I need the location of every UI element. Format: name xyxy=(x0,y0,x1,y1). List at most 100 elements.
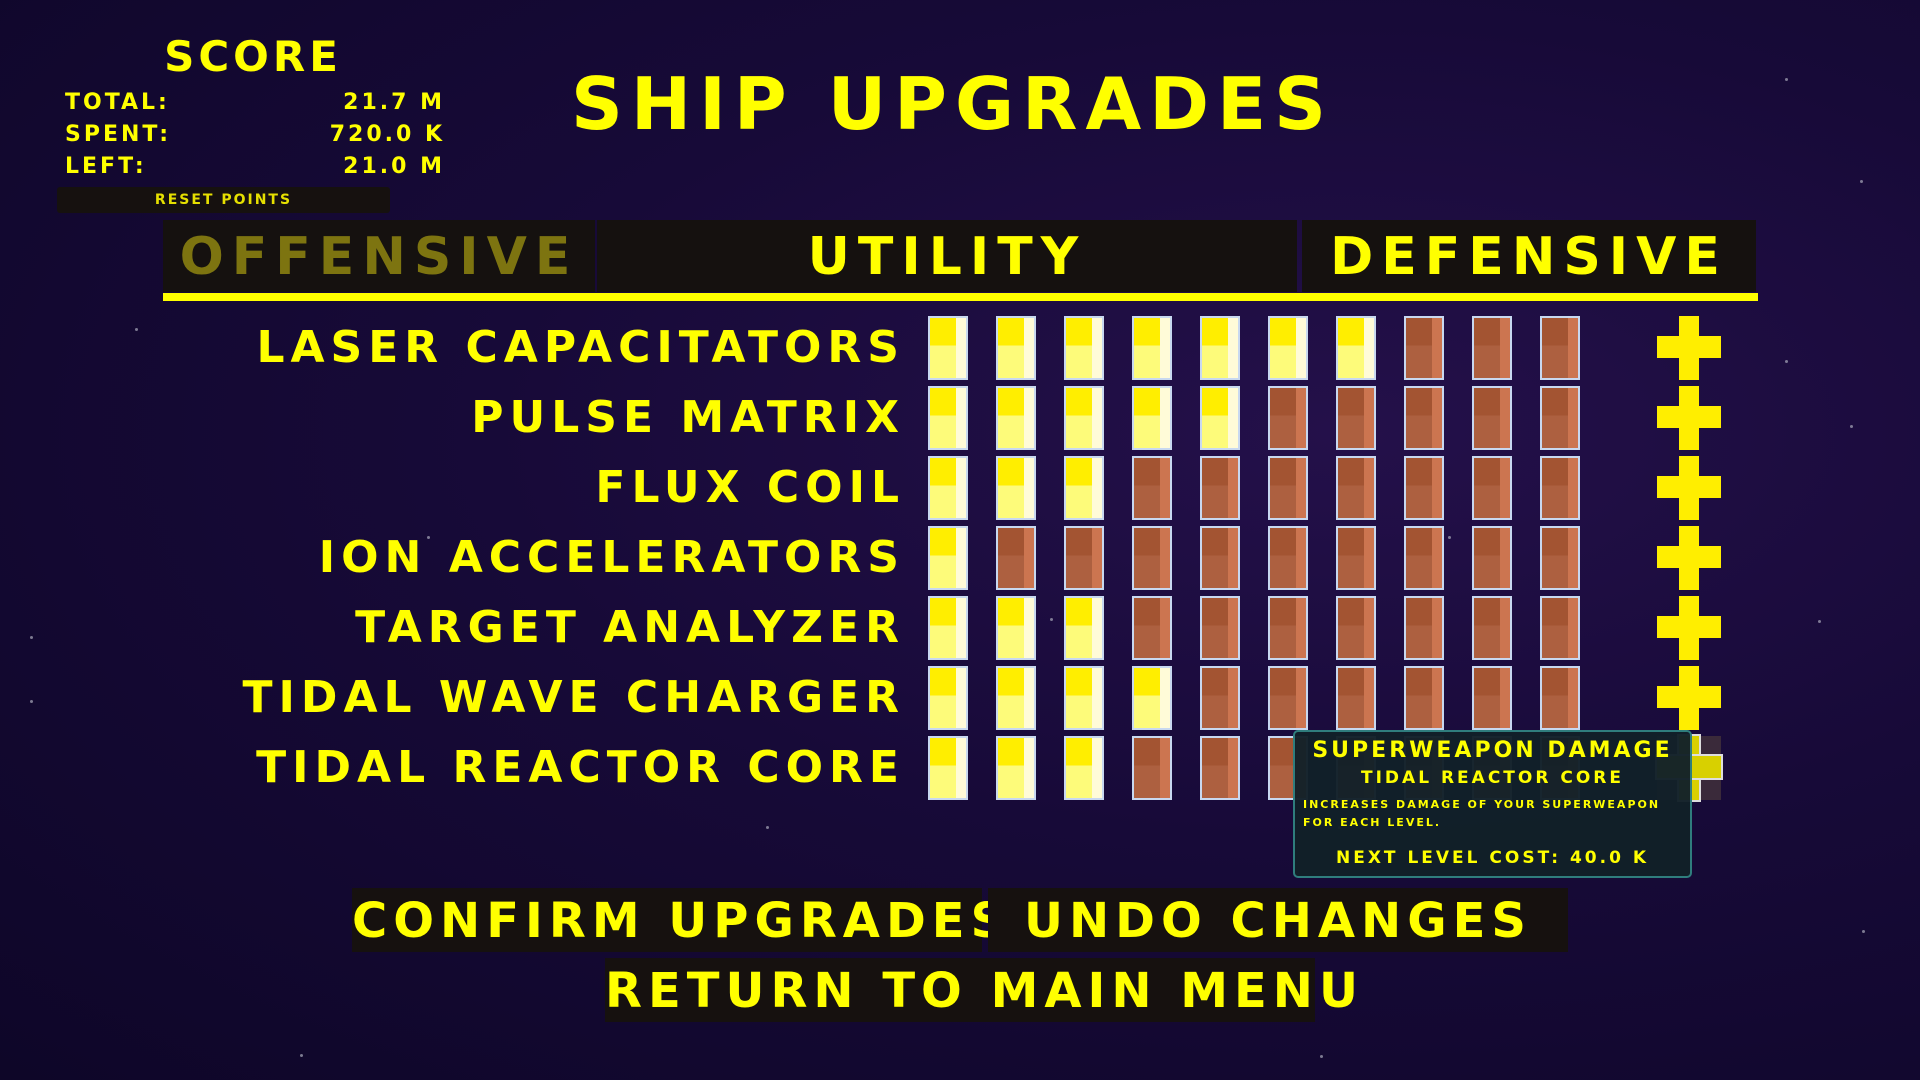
star xyxy=(300,1054,303,1057)
level-cell-empty xyxy=(1404,526,1444,590)
level-cell-empty xyxy=(1404,596,1444,660)
level-cell-filled xyxy=(1064,386,1104,450)
star xyxy=(1448,536,1451,539)
star xyxy=(135,328,138,331)
level-cell-filled xyxy=(1064,456,1104,520)
upgrade-label: PULSE MATRIX xyxy=(471,392,905,443)
level-cell-empty xyxy=(1472,596,1512,660)
level-cell-empty xyxy=(1336,666,1376,730)
level-cell-empty xyxy=(1200,456,1240,520)
tab-defensive[interactable]: DEFENSIVE xyxy=(1302,220,1756,292)
level-cell-empty xyxy=(1472,456,1512,520)
level-cell-empty xyxy=(1404,316,1444,380)
level-cell-filled xyxy=(1336,316,1376,380)
level-cell-empty xyxy=(1540,456,1580,520)
level-cell-empty xyxy=(1268,666,1308,730)
level-cell-filled xyxy=(1064,666,1104,730)
level-cell-filled xyxy=(996,596,1036,660)
score-total: TOTAL: 21.7 M xyxy=(65,90,445,115)
undo-changes-button[interactable]: UNDO CHANGES xyxy=(988,888,1568,952)
level-cell-empty xyxy=(1336,456,1376,520)
level-cell-empty xyxy=(1404,386,1444,450)
level-cell-empty xyxy=(1268,386,1308,450)
upgrade-label: FLUX COIL xyxy=(595,462,905,513)
return-to-main-menu-button[interactable]: RETURN TO MAIN MENU xyxy=(605,958,1358,1022)
level-cell-filled xyxy=(1064,316,1104,380)
level-cell-empty xyxy=(1132,526,1172,590)
plus-icon[interactable] xyxy=(1657,596,1721,660)
level-cell-empty xyxy=(1472,316,1512,380)
star xyxy=(427,536,430,539)
level-cell-empty xyxy=(996,526,1036,590)
level-cell-filled xyxy=(996,666,1036,730)
upgrade-label: LASER CAPACITATORS xyxy=(256,322,905,373)
plus-icon[interactable] xyxy=(1657,666,1721,730)
plus-icon[interactable] xyxy=(1657,456,1721,520)
upgrade-label: TIDAL WAVE CHARGER xyxy=(242,672,905,723)
level-cell-filled xyxy=(1200,386,1240,450)
level-cell-filled xyxy=(928,456,968,520)
upgrade-label: ION ACCELERATORS xyxy=(318,532,905,583)
level-cell-empty xyxy=(1404,666,1444,730)
level-cell-filled xyxy=(1132,666,1172,730)
level-cell-empty xyxy=(1336,596,1376,660)
upgrade-label: TARGET ANALYZER xyxy=(355,602,905,653)
level-cell-filled xyxy=(996,736,1036,800)
plus-icon[interactable] xyxy=(1657,386,1721,450)
star xyxy=(30,700,33,703)
score-left: LEFT:21.0 M xyxy=(65,154,445,179)
tab-offensive[interactable]: OFFENSIVE xyxy=(163,220,595,292)
score-title: SCORE xyxy=(164,32,342,81)
level-cell-empty xyxy=(1200,666,1240,730)
level-cell-filled xyxy=(1064,736,1104,800)
confirm-upgrades-button[interactable]: CONFIRM UPGRADES xyxy=(352,888,1005,952)
level-cell-empty xyxy=(1336,526,1376,590)
level-cell-filled xyxy=(996,456,1036,520)
level-cell-empty xyxy=(1540,526,1580,590)
level-cell-filled xyxy=(996,386,1036,450)
level-cell-filled xyxy=(928,316,968,380)
level-cell-filled xyxy=(928,666,968,730)
level-cell-empty xyxy=(1472,526,1512,590)
level-cell-empty xyxy=(1200,526,1240,590)
level-cell-empty xyxy=(1200,596,1240,660)
level-cell-empty xyxy=(1268,526,1308,590)
tooltip-title: SUPERWEAPON DAMAGE xyxy=(1312,738,1673,763)
score-total-label: TOTAL: xyxy=(65,90,170,115)
level-cell-filled xyxy=(1132,316,1172,380)
level-cell-empty xyxy=(1472,666,1512,730)
star xyxy=(1320,1055,1323,1058)
level-cell-filled xyxy=(1064,596,1104,660)
level-cell-filled xyxy=(928,596,968,660)
level-cell-empty xyxy=(1540,316,1580,380)
plus-icon[interactable] xyxy=(1657,526,1721,590)
level-cell-empty xyxy=(1064,526,1104,590)
score-total-value: 21.7 M xyxy=(343,90,445,115)
star xyxy=(1785,78,1788,81)
star xyxy=(30,636,33,639)
level-cell-filled xyxy=(928,386,968,450)
upgrade-tooltip: SUPERWEAPON DAMAGE TIDAL REACTOR CORE IN… xyxy=(1293,730,1692,878)
level-cell-filled xyxy=(1132,386,1172,450)
star xyxy=(1860,180,1863,183)
level-cell-filled xyxy=(928,736,968,800)
level-cell-empty xyxy=(1132,596,1172,660)
level-cell-empty xyxy=(1404,456,1444,520)
star xyxy=(766,826,769,829)
level-cell-empty xyxy=(1540,596,1580,660)
level-cell-empty xyxy=(1200,736,1240,800)
level-cell-empty xyxy=(1132,736,1172,800)
tab-utility[interactable]: UTILITY xyxy=(597,220,1297,292)
level-cell-empty xyxy=(1268,456,1308,520)
level-cell-filled xyxy=(928,526,968,590)
tooltip-cost: NEXT LEVEL COST: 40.0 K xyxy=(1335,848,1650,868)
plus-icon[interactable] xyxy=(1657,316,1721,380)
score-spent: SPENT:720.0 K xyxy=(65,122,445,147)
tab-underline xyxy=(163,293,1758,301)
level-cell-empty xyxy=(1472,386,1512,450)
level-cell-empty xyxy=(1540,666,1580,730)
tooltip-subtitle: TIDAL REACTOR CORE xyxy=(1361,768,1624,788)
reset-points-button[interactable]: RESET POINTS xyxy=(57,187,390,213)
page-title: SHIP UPGRADES xyxy=(570,62,1335,146)
star xyxy=(1850,425,1853,428)
